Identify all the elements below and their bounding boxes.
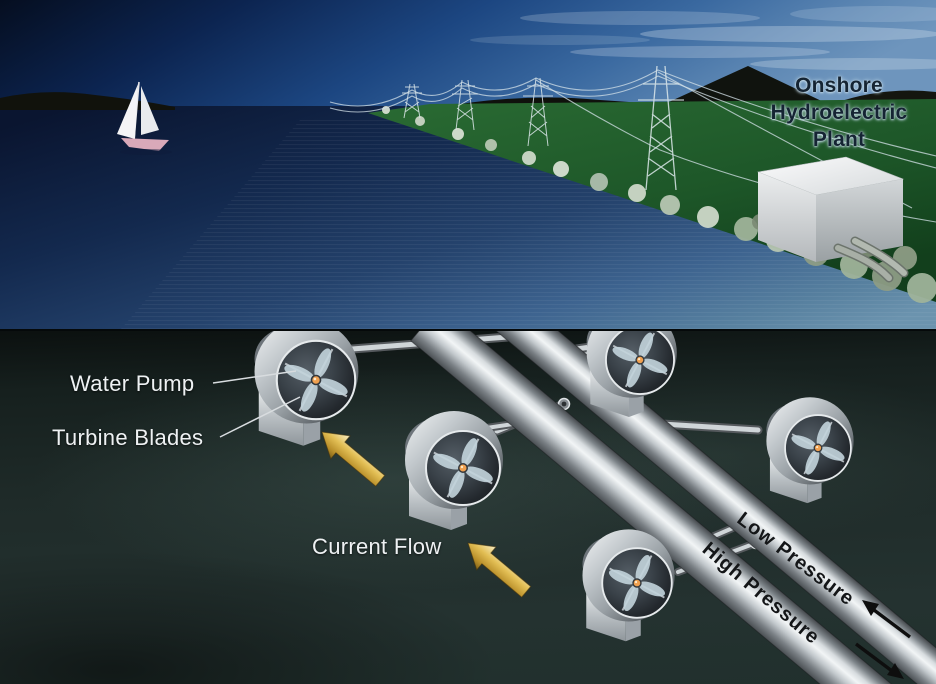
above-water-scene <box>0 0 936 330</box>
plant-building-icon <box>756 156 909 283</box>
branch-pipe <box>657 419 763 435</box>
leader-lines <box>212 370 301 438</box>
plant-label-line1: Onshore <box>795 74 883 97</box>
tower-2 <box>452 79 478 131</box>
low-pressure-pipe <box>478 330 936 684</box>
turbine-unit-icon <box>253 330 365 447</box>
pipeline-icon <box>410 330 936 684</box>
pressure-arrow-left-icon <box>862 600 912 639</box>
underwater-graphics <box>212 330 936 684</box>
tower-3 <box>523 77 553 147</box>
underwater-scene <box>0 330 936 684</box>
tower-4 <box>638 65 684 191</box>
plant-label-line3: Plant <box>812 128 866 151</box>
turbine-unit-icon <box>765 396 859 505</box>
sailboat-icon <box>117 81 172 155</box>
water-pump-label: Water Pump <box>70 371 195 396</box>
high-pressure-pipe <box>410 330 936 684</box>
current-arrow-icon <box>321 431 532 598</box>
turbine-unit-icon <box>585 330 682 418</box>
plant-label: Onshore Hydroelectric Plant <box>726 72 936 153</box>
plant-label-line2: Hydroelectric <box>770 101 908 124</box>
plant-outflow-pipes <box>833 236 909 283</box>
turbine-blades-label: Turbine Blades <box>52 425 204 450</box>
pressure-arrow-right-icon <box>854 642 904 679</box>
tower-1 <box>402 83 422 119</box>
waterline <box>0 329 936 331</box>
transmission-tower-icon <box>402 65 684 191</box>
clouds <box>470 6 936 70</box>
current-flow-label: Current Flow <box>312 534 442 559</box>
